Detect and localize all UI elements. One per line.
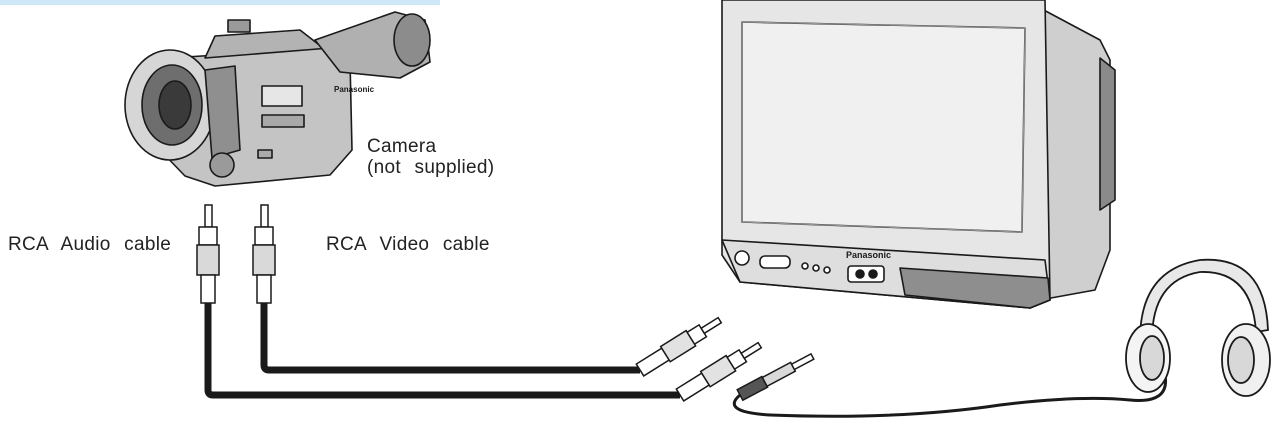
audio-plug-camera-side (196, 204, 220, 304)
audio-plug-tv-side (675, 341, 763, 402)
headphone-cable (732, 374, 1168, 418)
camera-note-text: (not supplied) (367, 157, 495, 178)
camera-name-text: Camera (367, 136, 437, 157)
headphone-plug (736, 352, 815, 402)
audio-cable-line (204, 303, 680, 399)
audio-cable-label: RCA Audio cable (8, 234, 172, 255)
headphones-illustration (1125, 258, 1271, 397)
video-plug-camera-side (252, 204, 276, 304)
camera-brand-logo: Panasonic (334, 85, 375, 94)
header-accent-strip (0, 0, 440, 5)
camera-label: Camera (not supplied) (367, 136, 494, 178)
television-illustration (721, 0, 1116, 309)
tv-brand-logo: Panasonic (846, 250, 891, 260)
camera-illustration (124, 11, 431, 187)
video-plug-tv-side (635, 316, 723, 377)
video-cable-label: RCA Video cable (326, 234, 490, 255)
video-cable-line (260, 303, 640, 374)
